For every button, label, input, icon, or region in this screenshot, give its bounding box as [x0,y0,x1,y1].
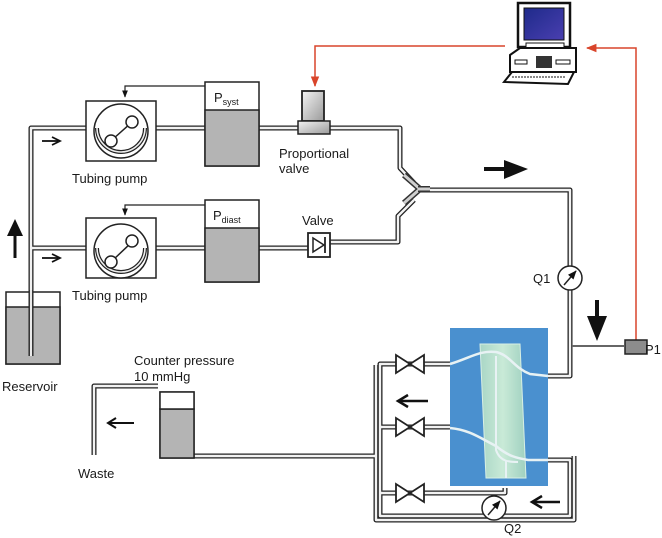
proportional-valve [297,90,331,135]
valve-label: Valve [302,213,334,228]
signal-from-p1 [585,43,637,340]
arrow-left-icon [395,393,428,409]
phantom-photo [449,328,549,486]
feedback-arrow-bottom [122,204,206,216]
reservoir [5,290,61,365]
proportional-valve-label-1: Proportional [279,146,349,161]
signal-lines [310,43,637,340]
flow-meter-q2 [481,495,507,521]
check-valve [307,232,331,258]
arrow-up-icon [7,219,23,258]
p1-label: P1 [645,342,661,357]
arrow-left-icon [529,494,560,510]
signal-to-proportional-valve [310,45,505,88]
manifold-valve-3 [395,482,425,504]
flow-meter-q1 [557,265,583,291]
q2-label: Q2 [504,521,521,536]
arrow-down-bold-icon [587,300,607,341]
q1-label: Q1 [533,271,550,286]
arrow-right-icon [42,253,63,263]
counter-pressure-label-1: Counter pressure [134,353,234,368]
computer-icon [501,1,577,86]
counter-pressure-tank [159,391,195,459]
p-syst-tank [204,81,260,167]
tubing-pump-top-label: Tubing pump [72,171,147,186]
p-syst-label: Psyst [214,90,239,107]
flow-arrows [7,136,607,510]
reservoir-label: Reservoir [2,379,58,394]
manifold-valve-1 [395,353,425,375]
manifold-valve-2 [395,416,425,438]
arrow-left-icon [106,417,134,429]
feedback-arrow-top [122,85,206,98]
waste-label: Waste [78,466,114,481]
arrow-right-bold-icon [484,160,528,179]
p-diast-tank [204,199,260,283]
proportional-valve-label-2: valve [279,161,309,176]
pressure-sensor-p1 [624,339,648,355]
tubing [28,125,624,523]
tubing-pump-bottom [85,217,157,279]
p-diast-label: Pdiast [213,208,241,225]
tubing-pump-bottom-label: Tubing pump [72,288,147,303]
arrow-right-icon [42,136,63,146]
counter-pressure-label-2: 10 mmHg [134,369,190,384]
y-connector [402,172,430,206]
tubing-pump-top [85,100,157,162]
